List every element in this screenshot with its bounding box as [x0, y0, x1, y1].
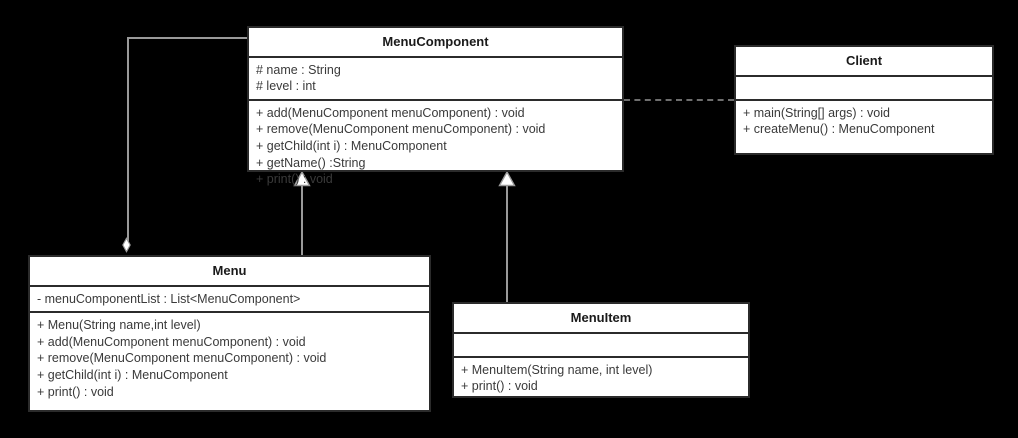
aggregation-edge-horizontal: [127, 37, 248, 39]
class-attributes-menuitem: [454, 334, 748, 356]
class-divider: [30, 311, 429, 314]
operation-row: + MenuItem(String name, int level): [461, 362, 653, 377]
class-operations-menucomponent: + add(MenuComponent menuComponent) : voi…: [249, 101, 622, 192]
class-attributes-menucomponent: # name : String # level : int: [249, 58, 622, 99]
class-divider: [454, 355, 748, 358]
operation-row: + print() : void: [256, 172, 333, 187]
class-operations-menuitem: + MenuItem(String name, int level) + pri…: [454, 358, 748, 399]
class-divider: [249, 98, 622, 101]
aggregation-diamond-icon: [122, 237, 131, 253]
operation-row: + createMenu() : MenuComponent: [743, 122, 935, 137]
operation-row: + getName() :String: [256, 155, 366, 170]
class-operations-client: + main(String[] args) : void + createMen…: [736, 101, 992, 142]
generalization-arrowhead-menu-icon: [293, 171, 311, 187]
class-divider: [736, 98, 992, 101]
class-box-menucomponent[interactable]: MenuComponent # name : String # level : …: [247, 26, 624, 186]
operation-row: + add(MenuComponent menuComponent) : voi…: [256, 105, 525, 120]
class-title-menucomponent: MenuComponent: [382, 34, 489, 49]
class-attributes-menu: - menuComponentList : List<MenuComponent…: [30, 287, 429, 312]
operation-row: + add(MenuComponent menuComponent) : voi…: [37, 334, 306, 349]
class-operations-menu: + Menu(String name,int level) + add(Menu…: [30, 313, 429, 404]
operation-row: + print() : void: [37, 384, 114, 399]
operation-row: + Menu(String name,int level): [37, 318, 201, 333]
class-title-client: Client: [845, 53, 883, 68]
class-divider: [249, 55, 622, 58]
class-divider: [30, 284, 429, 287]
operation-row: + print() : void: [461, 379, 538, 394]
generalization-edge-menuitem: [506, 185, 508, 302]
attribute-row: # level : int: [256, 79, 316, 94]
class-divider: [454, 331, 748, 334]
operation-row: + main(String[] args) : void: [743, 105, 890, 120]
operation-row: + getChild(int i) : MenuComponent: [37, 368, 228, 383]
operation-row: + remove(MenuComponent menuComponent) : …: [256, 122, 546, 137]
operation-row: + getChild(int i) : MenuComponent: [256, 139, 447, 154]
class-title-menuitem: MenuItem: [570, 310, 632, 325]
attribute-row: # name : String: [256, 62, 341, 77]
attribute-row: - menuComponentList : List<MenuComponent…: [37, 291, 301, 306]
operation-row: + remove(MenuComponent menuComponent) : …: [37, 351, 327, 366]
class-box-menu[interactable]: Menu - menuComponentList : List<MenuComp…: [28, 255, 431, 412]
class-divider: [736, 74, 992, 77]
generalization-arrowhead-menuitem-icon: [498, 171, 516, 187]
class-box-client[interactable]: Client + main(String[] args) : void + cr…: [734, 45, 994, 155]
generalization-edge-menu: [301, 185, 303, 255]
class-title-menu: Menu: [212, 263, 247, 278]
aggregation-edge-vertical: [127, 37, 129, 241]
dependency-edge-client: [624, 99, 734, 101]
class-box-menuitem[interactable]: MenuItem + MenuItem(String name, int lev…: [452, 302, 750, 398]
class-attributes-client: [736, 77, 992, 99]
